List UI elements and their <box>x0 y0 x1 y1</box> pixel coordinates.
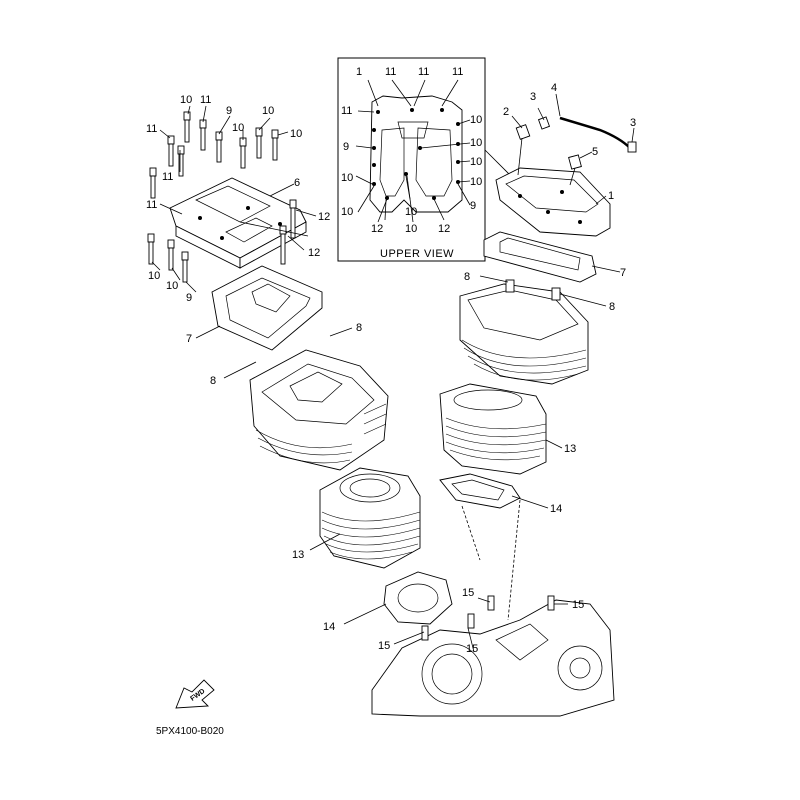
callout-10-inset-d: 10 <box>470 156 482 168</box>
upper-view-inset: UPPER VIEW <box>337 57 511 262</box>
callout-13-left: 13 <box>292 549 304 561</box>
callout-12-inset-a: 12 <box>371 223 383 235</box>
callout-2: 2 <box>503 106 509 118</box>
callout-9-b: 9 <box>186 292 192 304</box>
callout-10-inset-a: 10 <box>470 114 482 126</box>
left-cylinder-head <box>249 349 389 471</box>
callout-7-right: 7 <box>620 267 626 279</box>
callout-10-inset-e: 10 <box>470 176 482 188</box>
left-gasket <box>211 265 323 351</box>
front-rocker-cover <box>495 167 611 237</box>
callout-10-c: 10 <box>232 122 244 134</box>
callout-12-a: 12 <box>318 211 330 223</box>
callout-1-inset: 1 <box>356 66 362 78</box>
callout-15-a: 15 <box>378 640 390 652</box>
callout-3-a: 3 <box>530 91 536 103</box>
callout-11-inset-a: 11 <box>385 66 396 78</box>
callout-labels: 1 11 11 11 11 10 9 10 10 10 10 10 10 9 1… <box>146 66 636 655</box>
left-cylinder <box>319 467 421 569</box>
left-base-gasket <box>383 571 453 625</box>
callout-10-inset-h: 10 <box>405 223 417 235</box>
callout-1: 1 <box>608 190 614 202</box>
fwd-arrow-icon: FWD <box>175 679 215 709</box>
callout-14-left: 14 <box>323 621 335 633</box>
callout-6: 6 <box>294 177 300 189</box>
callout-10-inset-b: 10 <box>470 137 482 149</box>
callout-9-inset-b: 9 <box>470 200 476 212</box>
callout-11-a: 11 <box>200 94 211 106</box>
callout-11-d: 11 <box>146 199 157 211</box>
callout-10-inset-c: 10 <box>341 172 353 184</box>
callout-8-right-a: 8 <box>464 271 470 283</box>
callout-8-right-b: 8 <box>609 301 615 313</box>
figure-code: 5PX4100-B020 <box>156 726 224 737</box>
right-base-gasket <box>439 473 521 509</box>
crankcase <box>371 595 615 717</box>
callout-7-left: 7 <box>186 333 192 345</box>
callout-15-d: 15 <box>572 599 584 611</box>
callout-10-f: 10 <box>166 280 178 292</box>
upper-view-title: UPPER VIEW <box>380 248 454 260</box>
callout-10-a: 10 <box>180 94 192 106</box>
callout-9-inset: 9 <box>343 141 349 153</box>
callout-8-left-a: 8 <box>356 322 362 334</box>
oil-pipe <box>515 116 637 186</box>
callout-11-inset-b: 11 <box>418 66 429 78</box>
callout-12-b: 12 <box>308 247 320 259</box>
callout-15-b: 15 <box>462 587 474 599</box>
callout-10-e: 10 <box>148 270 160 282</box>
callout-9-a: 9 <box>226 105 232 117</box>
leader-lines <box>151 93 635 653</box>
callout-11-c: 11 <box>162 171 173 183</box>
callout-13-right: 13 <box>564 443 576 455</box>
cover-bolts <box>147 111 297 283</box>
callout-8-left-b: 8 <box>210 375 216 387</box>
callout-5: 5 <box>592 146 598 158</box>
callout-15-c: 15 <box>466 643 478 655</box>
callout-10-inset-g: 10 <box>405 206 417 218</box>
callout-10-inset-f: 10 <box>341 206 353 218</box>
callout-11-inset-d: 11 <box>341 105 352 117</box>
right-gasket <box>483 231 597 283</box>
callout-14-right: 14 <box>550 503 562 515</box>
callout-11-inset-c: 11 <box>452 66 463 78</box>
callout-11-b: 11 <box>146 123 157 135</box>
callout-10-b: 10 <box>262 105 274 117</box>
callout-12-inset-b: 12 <box>438 223 450 235</box>
callout-4: 4 <box>551 82 557 94</box>
right-cylinder-head <box>459 279 589 385</box>
right-cylinder <box>439 383 547 475</box>
callout-3-b: 3 <box>630 117 636 129</box>
rear-rocker-cover <box>169 177 307 269</box>
callout-10-d: 10 <box>290 128 302 140</box>
